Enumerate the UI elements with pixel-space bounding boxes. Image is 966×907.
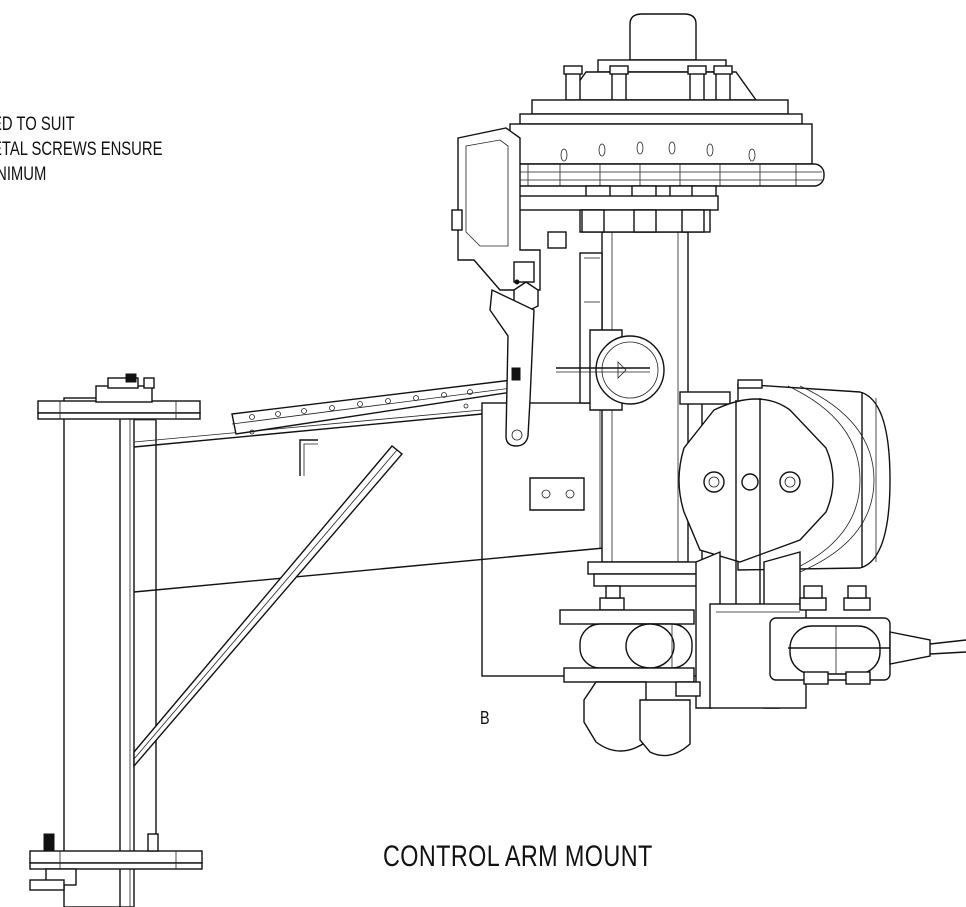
vertical-post bbox=[63, 397, 157, 907]
bottom-flange-plate bbox=[29, 833, 203, 891]
drawing-caption: CONTROL ARM MOUNT bbox=[383, 840, 653, 873]
horizontal-arm bbox=[133, 379, 605, 593]
ball-joint bbox=[559, 585, 701, 757]
note-line-1: ED TO SUIT bbox=[0, 114, 75, 135]
installation-note: ED TO SUIT ETAL SCREWS ENSURE INIMUM bbox=[0, 112, 162, 187]
rod-end-link bbox=[769, 585, 966, 685]
control-lever bbox=[489, 288, 535, 447]
shaft-clamp bbox=[556, 329, 665, 411]
note-line-3: INIMUM bbox=[0, 164, 47, 185]
brake-caliper bbox=[451, 127, 567, 313]
note-line-2: ETAL SCREWS ENSURE bbox=[0, 139, 163, 160]
view-label: B bbox=[480, 708, 490, 728]
hub-assembly bbox=[487, 13, 825, 233]
top-flange-plate bbox=[37, 373, 201, 420]
diagonal-brace bbox=[133, 445, 404, 768]
